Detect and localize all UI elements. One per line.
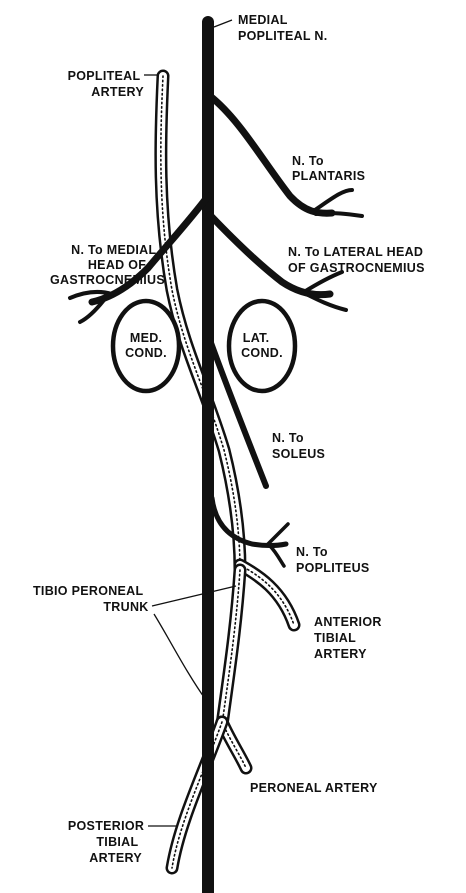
artery-system	[161, 76, 294, 868]
leader-medial-popliteal	[214, 20, 232, 27]
leader-tibio-peroneal-lower	[154, 614, 206, 700]
label-posterior-tibial-artery: POSTERIOR TIBIAL ARTERY	[68, 819, 148, 865]
label-anterior-tibial-artery: ANTERIOR TIBIAL ARTERY	[314, 615, 385, 661]
label-nerve-to-medial-head: N. To MEDIAL HEAD OF GASTROCNEMIUS	[50, 243, 165, 287]
label-tibio-peroneal-trunk: TIBIO PERONEAL TRUNK	[33, 584, 149, 614]
label-nerve-to-plantaris: N. To PLANTARIS	[292, 154, 365, 183]
label-nerve-to-lateral-head: N. To LATERAL HEAD OF GASTROCNEMIUS	[288, 245, 427, 275]
label-medial-condyle: MED. COND.	[125, 331, 167, 360]
label-peroneal-artery: PERONEAL ARTERY	[250, 781, 378, 795]
label-medial-popliteal-nerve: MEDIAL POPLITEAL N.	[238, 13, 328, 43]
label-popliteal-artery: POPLITEAL ARTERY	[68, 69, 145, 99]
label-nerve-to-soleus: N. To SOLEUS	[272, 431, 325, 461]
leader-tibio-peroneal-upper	[152, 586, 236, 606]
label-nerve-to-popliteus: N. To POPLITEUS	[296, 545, 370, 575]
